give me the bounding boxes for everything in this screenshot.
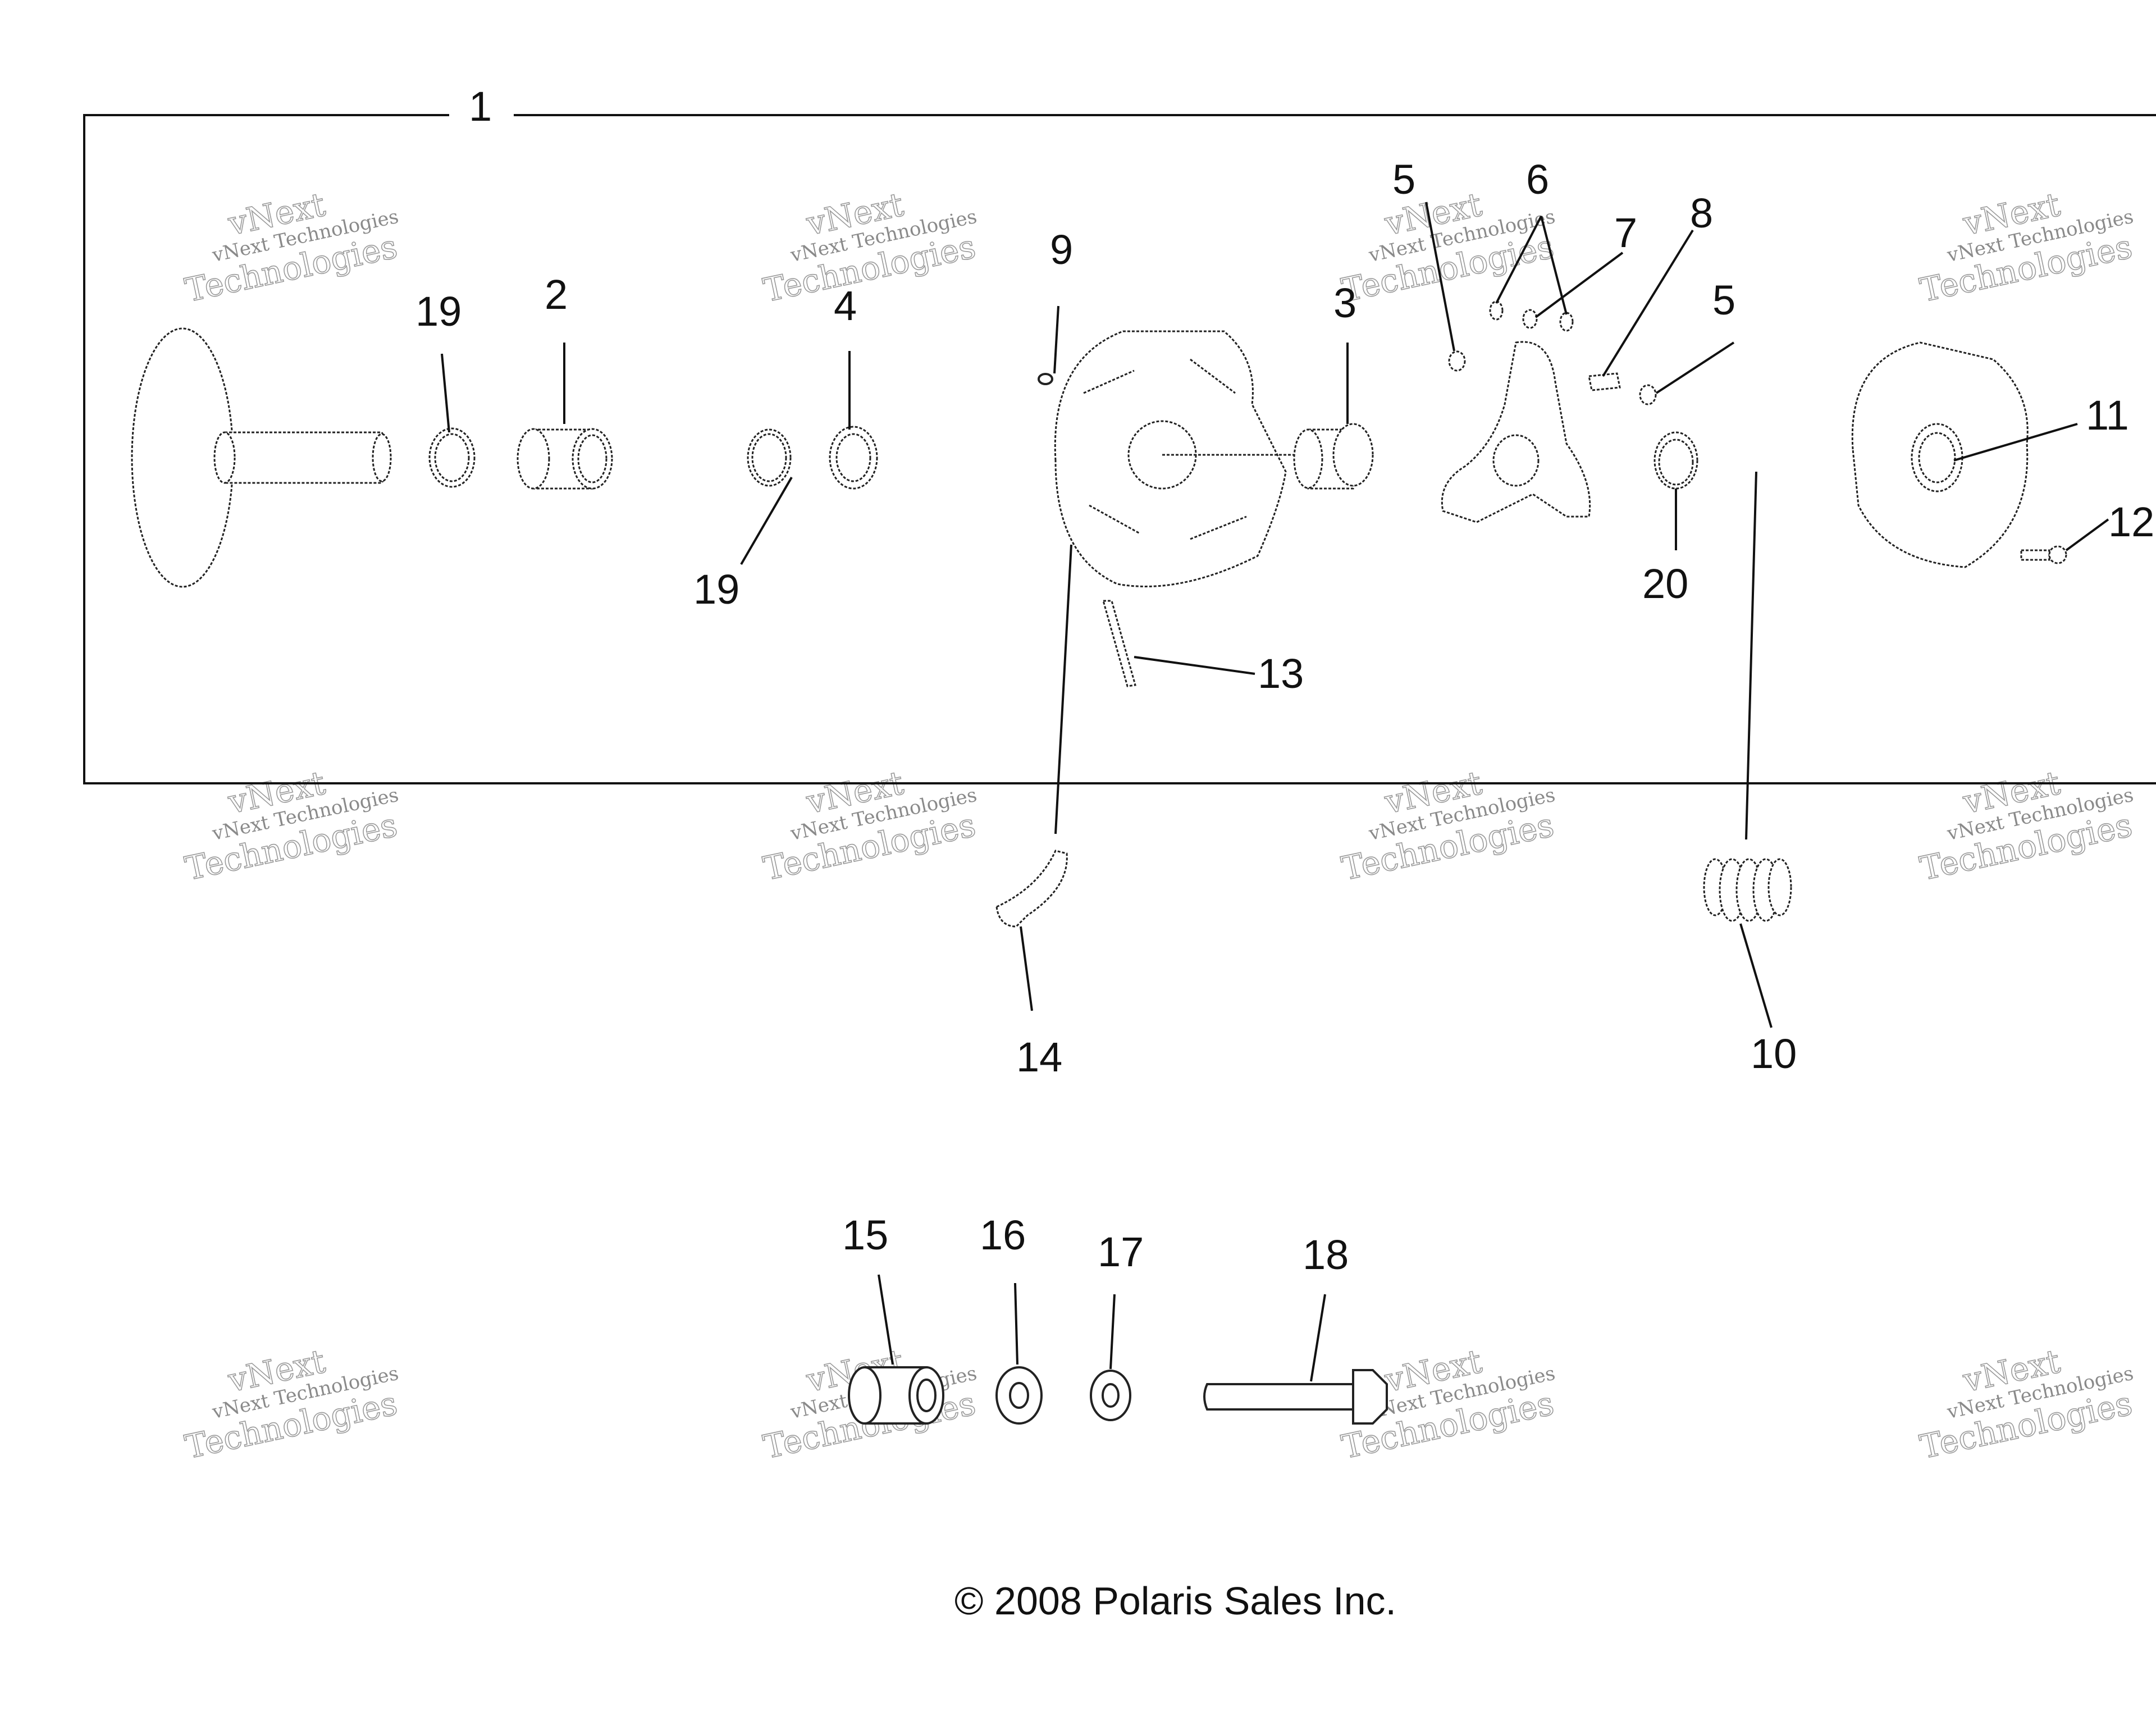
callout-8: 8 [1690,190,1713,236]
bushing-2 [517,428,613,490]
watermark: vNext vNext Technologies Technologies [760,185,979,310]
washer-17-hole [1102,1383,1120,1408]
watermark: vNext vNext Technologies Technologies [181,763,401,888]
roller-5-left [1448,350,1466,372]
watermark: vNext vNext Technologies Technologies [181,185,401,310]
callout-12: 12 [2108,499,2154,545]
bushing-3 [1293,423,1374,490]
moveable-sheave-part [1054,330,1303,587]
callout-4: 4 [834,282,857,329]
cover-part [1851,341,2029,568]
callout-1: 1 [469,83,492,130]
callout-13: 13 [1258,650,1304,697]
watermark: vNext vNext Technologies Technologies [181,1341,401,1467]
callout-20: 20 [1642,560,1688,607]
ring-19-upper-inner [434,433,470,482]
spider-part [1441,341,1591,523]
spring-10 [1703,858,1792,922]
ring-19-lower-inner [751,433,787,482]
watermark: vNext vNext Technologies Technologies [1338,763,1557,888]
washer-16-hole [1009,1382,1029,1409]
callout-14: 14 [1016,1034,1062,1080]
callout-5b: 5 [1712,277,1735,323]
seal-4-inner [835,433,871,482]
sheave-shaft-part [131,327,392,588]
watermark: vNext vNext Technologies Technologies [1916,763,2136,888]
weight-14 [995,850,1068,928]
washer-7 [1522,309,1538,329]
washer-6b [1559,312,1574,332]
copyright-text: © 2008 Polaris Sales Inc. [954,1579,1396,1623]
ring-20-inner [1658,439,1694,486]
callout-18: 18 [1303,1231,1349,1278]
callout-19a: 19 [415,288,462,335]
callouts: 1 2 3 4 5 6 7 8 5 9 10 11 12 13 14 15 16… [415,83,2154,1278]
assembly-frame [83,114,2156,784]
callout-2: 2 [545,271,568,318]
watermark: vNext vNext Technologies Technologies [1916,185,2136,310]
callout-11: 11 [2086,392,2129,439]
watermark: vNext vNext Technologies Technologies [1916,1341,2136,1467]
spacer-15 [848,1366,944,1425]
bolt-12-head [2048,545,2067,564]
callout-7: 7 [1614,209,1637,256]
washer-6a [1489,300,1504,321]
callout-9: 9 [1050,226,1073,273]
pin-13 [1102,600,1136,687]
callout-19b: 19 [693,566,739,613]
callout-3: 3 [1333,280,1356,326]
callout-10: 10 [1751,1030,1797,1077]
pin-8 [1588,372,1621,391]
watermark: vNext vNext Technologies Technologies [760,763,979,888]
leader-lines [441,202,2109,1382]
roller-5-right [1639,384,1657,405]
callout-6: 6 [1526,156,1549,203]
callout-15: 15 [842,1212,888,1258]
callout-16: 16 [980,1212,1026,1258]
screw-9 [1038,373,1053,385]
callout-17: 17 [1098,1229,1144,1275]
bolt-18 [1203,1369,1388,1425]
bolt-12 [2020,549,2050,561]
callout-5: 5 [1392,156,1415,203]
